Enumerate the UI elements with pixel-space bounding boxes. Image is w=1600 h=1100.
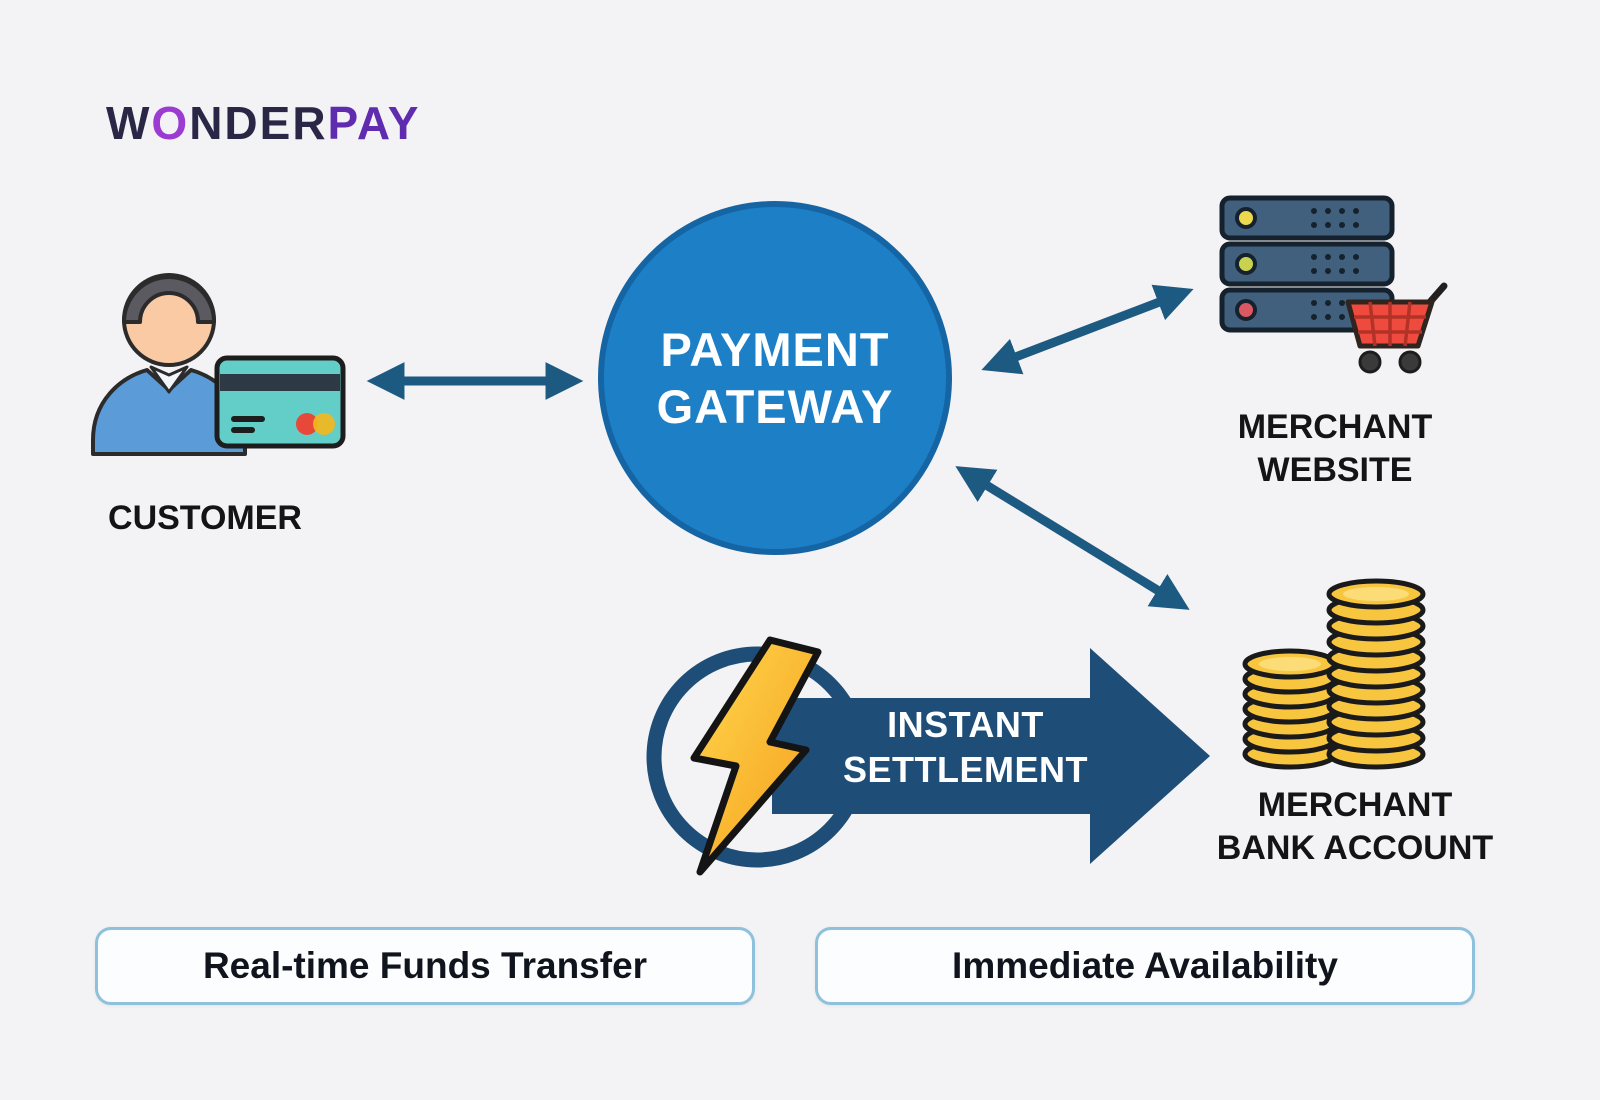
coin-stack-left — [1242, 648, 1338, 770]
callout-immediate-availability-text: Immediate Availability — [952, 945, 1338, 986]
arrow-gateway-bank — [955, 466, 1190, 610]
server-led-red — [1235, 299, 1257, 321]
logo-part-nder: NDER — [189, 97, 328, 149]
gateway-label-line1: PAYMENT — [660, 322, 890, 376]
person-with-credit-card-icon — [91, 273, 346, 456]
lightning-bolt-icon — [690, 636, 822, 876]
gateway-label-line2: GATEWAY — [656, 380, 894, 433]
logo-part-w: W — [106, 97, 152, 149]
settlement-label-line2: SETTLEMENT — [843, 749, 1088, 790]
merchant-bank-label: MERCHANT BANK ACCOUNT — [1190, 784, 1520, 869]
customer-hair — [122, 275, 216, 324]
callout-realtime-funds-text: Real-time Funds Transfer — [202, 945, 648, 986]
customer-label: CUSTOMER — [55, 497, 355, 540]
server-led-green — [1235, 253, 1257, 275]
arrow-gateway-website — [981, 284, 1194, 375]
payment-gateway-node: PAYMENT GATEWAY — [598, 201, 952, 555]
merchant-bank-label-line1: MERCHANT — [1257, 786, 1453, 824]
coin-stack-right — [1326, 578, 1426, 770]
customer-collar — [149, 365, 189, 394]
customer-label-text: CUSTOMER — [108, 499, 302, 537]
coin-stacks-icon — [1242, 578, 1426, 770]
merchant-website-label-line1: MERCHANT — [1237, 408, 1433, 446]
logo-part-pay: PAY — [327, 97, 421, 149]
logo-part-o: O — [151, 97, 190, 149]
server-stack-with-cart-icon — [1219, 195, 1448, 374]
callout-realtime-funds: Real-time Funds Transfer — [95, 927, 755, 1005]
credit-card-icon — [214, 355, 346, 449]
merchant-website-label-line2: WEBSITE — [1257, 450, 1413, 489]
instant-settlement-label: INSTANT SETTLEMENT — [833, 702, 1098, 792]
callout-immediate-availability: Immediate Availability — [815, 927, 1475, 1005]
server-led-yellow — [1235, 207, 1257, 229]
shopping-cart-icon — [1345, 282, 1448, 374]
merchant-bank-label-line2: BANK ACCOUNT — [1216, 828, 1494, 867]
settlement-label-line1: INSTANT — [887, 704, 1044, 745]
merchant-website-label: MERCHANT WEBSITE — [1180, 406, 1490, 491]
instant-settlement-arrow — [772, 648, 1210, 864]
wonderpay-logo: WONDERPAY — [106, 96, 421, 150]
